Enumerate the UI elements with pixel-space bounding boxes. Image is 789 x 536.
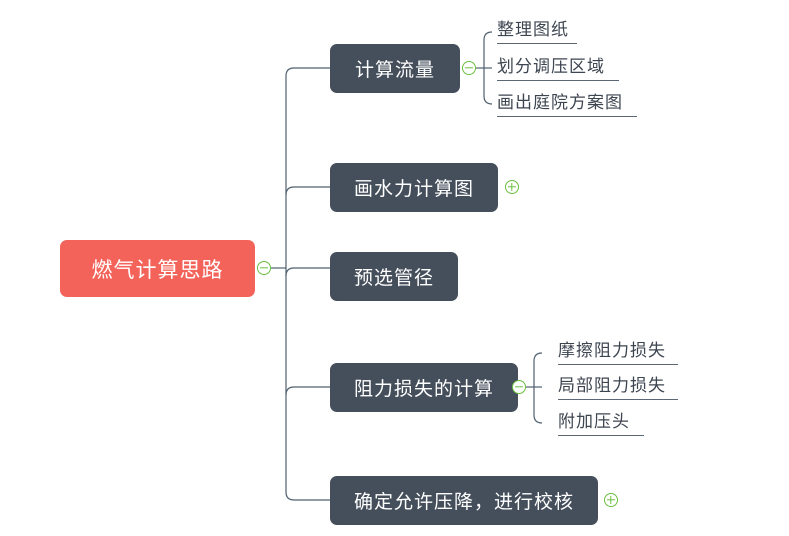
connector-sub1-trunk bbox=[483, 31, 493, 105]
branch-node-2-label: 画水力计算图 bbox=[353, 178, 474, 200]
branch-node-1-label: 计算流量 bbox=[354, 59, 435, 81]
leaf-item-1-3[interactable]: 画出庭院方案图 bbox=[497, 91, 637, 117]
connector-sub4-trunk bbox=[533, 352, 543, 424]
branch-node-2[interactable]: 画水力计算图 bbox=[330, 163, 498, 212]
branch-node-4-label: 阻力损失的计算 bbox=[353, 378, 494, 400]
leaf-item-1-3-label: 画出庭院方案图 bbox=[497, 93, 623, 113]
root-node[interactable]: 燃气计算思路 bbox=[60, 240, 255, 297]
leaf-item-4-2[interactable]: 局部阻力损失 bbox=[558, 374, 678, 400]
branch-5-expand-icon[interactable] bbox=[604, 493, 618, 507]
connector-branch-5 bbox=[285, 491, 330, 501]
leaf-item-1-2-label: 划分调压区域 bbox=[497, 57, 605, 77]
leaf-item-4-1-label: 摩擦阻力损失 bbox=[558, 341, 666, 361]
leaf-item-1-2[interactable]: 划分调压区域 bbox=[497, 55, 619, 81]
branch-node-3-label: 预选管径 bbox=[353, 267, 434, 289]
branch-node-1[interactable]: 计算流量 bbox=[330, 44, 460, 93]
branch-node-5-label: 确定允许压降，进行校核 bbox=[353, 491, 574, 513]
leaf-item-4-3[interactable]: 附加压头 bbox=[558, 410, 644, 436]
branch-4-collapse-icon[interactable] bbox=[512, 380, 526, 394]
connector-branch-2 bbox=[285, 186, 330, 196]
connector-branch-1 bbox=[285, 67, 330, 77]
leaf-item-4-3-label: 附加压头 bbox=[558, 412, 630, 432]
leaf-item-4-2-label: 局部阻力损失 bbox=[558, 376, 666, 396]
branch-node-3[interactable]: 预选管径 bbox=[330, 252, 458, 301]
connector-branch-3 bbox=[285, 267, 330, 277]
branch-node-5[interactable]: 确定允许压降，进行校核 bbox=[330, 476, 598, 525]
root-collapse-icon[interactable] bbox=[257, 261, 271, 275]
branch-1-collapse-icon[interactable] bbox=[462, 61, 476, 75]
leaf-item-1-1[interactable]: 整理图纸 bbox=[497, 18, 577, 44]
leaf-item-4-1[interactable]: 摩擦阻力损失 bbox=[558, 339, 678, 365]
leaf-item-1-1-label: 整理图纸 bbox=[497, 20, 569, 40]
connector-branch-4 bbox=[285, 386, 330, 396]
branch-node-4[interactable]: 阻力损失的计算 bbox=[330, 363, 518, 412]
root-node-label: 燃气计算思路 bbox=[91, 257, 224, 282]
branch-2-expand-icon[interactable] bbox=[505, 180, 519, 194]
